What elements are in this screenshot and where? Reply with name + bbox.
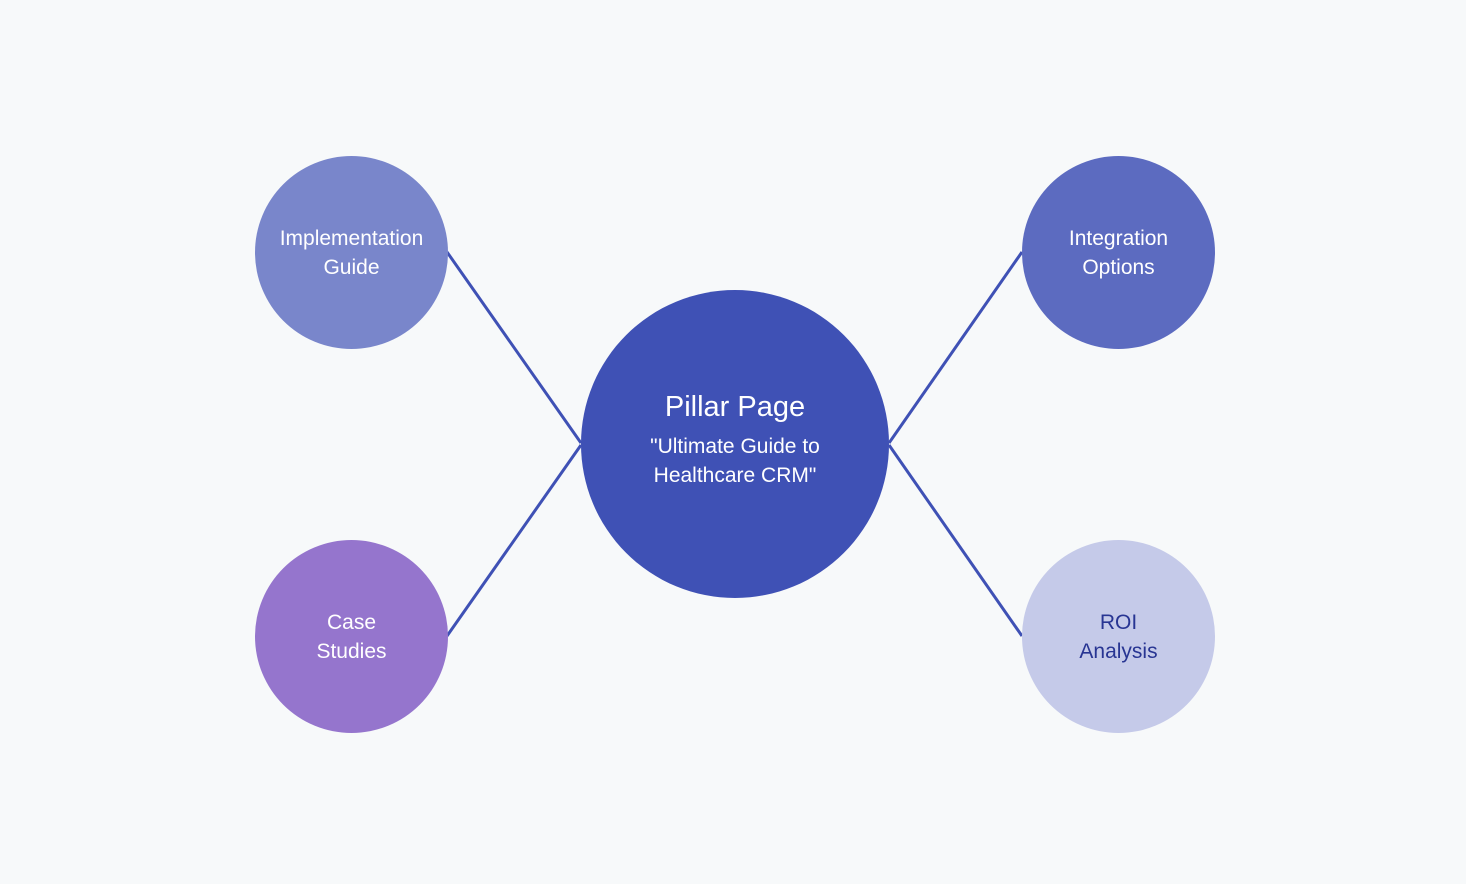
cluster-label-line2: Options — [1082, 255, 1155, 279]
pillar-page-subtitle-line2: Healthcare CRM" — [653, 464, 817, 487]
cluster-label-line1: Implementation — [279, 226, 424, 250]
connector-integration — [887, 251, 1024, 444]
pillar-page-node: Pillar Page "Ultimate Guide to Healthcar… — [581, 290, 889, 598]
cluster-label-line2: Studies — [316, 639, 387, 663]
cluster-label-line1: Integration — [1068, 226, 1169, 250]
connector-roi — [887, 444, 1024, 637]
connector-case-studies — [445, 444, 583, 637]
cluster-node-roi-analysis: ROI Analysis — [1022, 540, 1215, 733]
cluster-label-line2: Guide — [323, 255, 380, 279]
cluster-label-line1: ROI — [1099, 610, 1138, 634]
cluster-node-case-studies: Case Studies — [255, 540, 448, 733]
pillar-page-subtitle-line1: "Ultimate Guide to — [650, 435, 820, 458]
cluster-node-integration-options: Integration Options — [1022, 156, 1215, 349]
cluster-node-implementation-guide: Implementation Guide — [255, 156, 448, 349]
cluster-label-line1: Case — [326, 610, 377, 634]
pillar-page-title: Pillar Page — [664, 391, 806, 423]
cluster-label-line2: Analysis — [1079, 639, 1158, 663]
connector-implementation — [445, 251, 583, 444]
